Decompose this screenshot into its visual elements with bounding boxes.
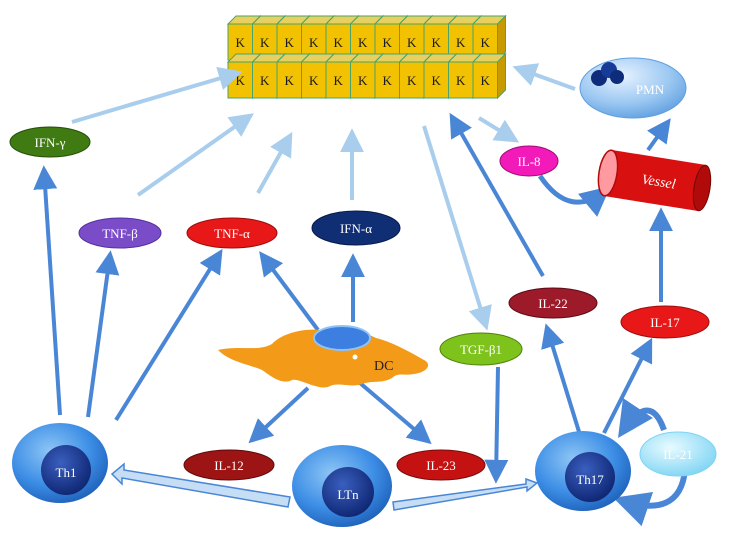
il8-label: IL-8: [517, 154, 540, 169]
keratinocyte-letter: K: [285, 73, 295, 88]
arrow-k-to-tgf-beta1: [422, 125, 492, 331]
dc-dot: [352, 354, 358, 360]
tnf-alpha-node: TNF-α: [186, 217, 278, 249]
keratinocyte-letter: K: [309, 73, 319, 88]
arrow-ltn-to-th1: [110, 462, 291, 508]
vessel-label: Vessel: [640, 172, 676, 192]
arrow-tnf-alpha-to-k: [256, 131, 293, 194]
arrow-vessel-to-pmn: [646, 118, 671, 152]
keratinocyte-letter: K: [334, 35, 344, 50]
th17-label: Th17: [576, 472, 604, 487]
keratinocyte-letter: K: [285, 35, 295, 50]
il21-label: IL-21: [663, 447, 693, 462]
arrow-k-to-il8: [477, 116, 520, 143]
arrow-il22-to-k: [449, 112, 545, 277]
arrow-th1-to-ifn-gamma: [33, 165, 62, 416]
il22-label: IL-22: [538, 296, 568, 311]
arrow-il8-to-vessel: [537, 174, 611, 217]
il17-node: IL-17: [620, 305, 710, 339]
arrow-tnf-beta-to-k: [136, 113, 254, 197]
arrow-dc-to-tnf-alpha: [259, 251, 320, 332]
th1-cell: Th1: [12, 423, 108, 503]
il12-node: IL-12: [183, 449, 275, 481]
th17-cell: Th17: [535, 431, 631, 511]
keratinocyte-letter: K: [407, 35, 417, 50]
th1-label: Th1: [56, 465, 77, 480]
keratinocyte-letter: K: [456, 73, 466, 88]
il23-node: IL-23: [396, 449, 486, 481]
keratinocyte-letter: K: [358, 73, 368, 88]
arrow-ltn-to-th17: [392, 477, 539, 511]
arrow-th1-to-tnf-beta: [86, 250, 120, 418]
tnf-beta-node: TNF-β: [78, 217, 162, 249]
arrow-il21-to-th17: [613, 469, 688, 527]
tgf-beta1-label: TGF-β1: [460, 342, 502, 357]
arrow-th17-to-il22: [541, 323, 582, 436]
ltn-cell: LTn: [292, 445, 392, 527]
dc-nucleus: [313, 325, 371, 351]
keratinocyte-letter: K: [334, 73, 344, 88]
keratinocyte-cell: K: [447, 52, 483, 100]
dc-label: DC: [374, 359, 393, 374]
keratinocyte-letter: K: [481, 73, 491, 88]
arrow-ifn-gamma-to-k: [71, 66, 243, 124]
arrow-dc-to-il23: [358, 381, 432, 445]
arrow-tgf-beta1-to-th17: [484, 366, 509, 484]
vessel: Vessel: [597, 149, 712, 212]
keratinocyte-letter: K: [260, 73, 270, 88]
keratinocyte-letter: K: [383, 73, 393, 88]
dark-arrows: [33, 112, 688, 527]
keratinocyte-letter: K: [432, 73, 442, 88]
il12-label: IL-12: [214, 458, 244, 473]
ifn-alpha-node: IFN-α: [311, 210, 401, 246]
keratinocyte-letter: K: [358, 35, 368, 50]
arrow-th17-to-il21: [618, 398, 667, 438]
il17-label: IL-17: [650, 315, 680, 330]
arrow-th17-to-il17: [602, 337, 653, 434]
tnf-alpha-label: TNF-α: [214, 226, 250, 241]
keratinocyte-cell: K: [471, 52, 507, 100]
dendritic-cell: DC: [218, 325, 429, 388]
keratinocyte-letter: K: [260, 35, 270, 50]
il8-node: IL-8: [499, 145, 559, 177]
keratinocyte-letter: K: [432, 35, 442, 50]
pmn-cell: PMN: [579, 57, 687, 119]
ltn-block-arrows: [110, 462, 539, 511]
keratinocyte-letter: K: [236, 35, 246, 50]
keratinocyte-cell: K: [471, 14, 507, 62]
keratinocyte-letter: K: [383, 35, 393, 50]
keratinocyte-letter: K: [309, 35, 319, 50]
keratinocyte-letter: K: [407, 73, 417, 88]
arrow-dc-to-il12: [248, 386, 310, 444]
il22-node: IL-22: [508, 287, 598, 319]
tgf-beta1-node: TGF-β1: [439, 332, 523, 366]
tnf-beta-label: TNF-β: [102, 226, 138, 241]
arrow-pmn-to-k: [512, 63, 576, 91]
ltn-label: LTn: [337, 487, 359, 502]
il23-label: IL-23: [426, 458, 456, 473]
keratinocyte-letter: K: [456, 35, 466, 50]
keratinocyte-letter: K: [481, 35, 491, 50]
arrow-th1-to-tnf-alpha: [114, 248, 223, 422]
il21-node: IL-21: [639, 431, 717, 477]
pmn-label: PMN: [636, 82, 665, 97]
ifn-alpha-label: IFN-α: [340, 221, 372, 236]
dc-body: [218, 328, 429, 388]
light-arrows: [71, 63, 576, 331]
ifn-gamma-node: IFN-γ: [9, 126, 91, 158]
ifn-gamma-label: IFN-γ: [34, 135, 65, 150]
